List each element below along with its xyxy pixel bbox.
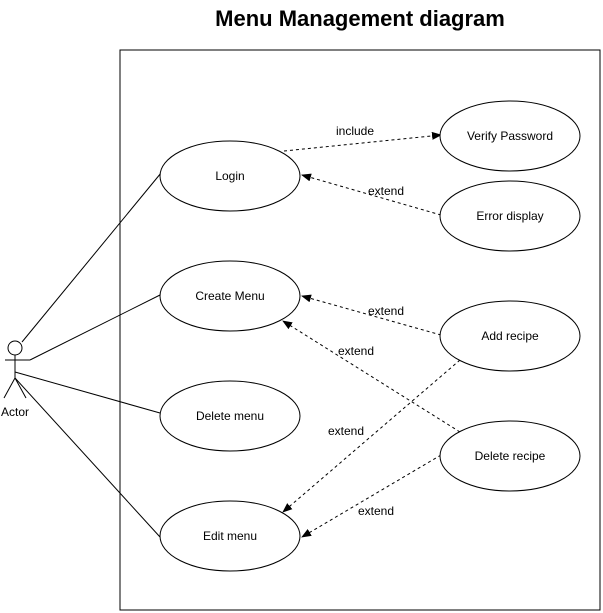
extend-label-delete-edit: extend [358, 504, 394, 518]
extend-label-delete-create: extend [338, 344, 374, 358]
use-case-add-recipe[interactable]: Add recipe [439, 300, 581, 372]
associations [14, 172, 162, 538]
extend-label-add-edit: extend [328, 424, 364, 438]
use-case-delete-menu-label: Delete menu [196, 409, 264, 423]
association-create-menu [29, 294, 161, 361]
actor-figure[interactable] [3, 340, 30, 399]
extend-arrow-add-create [301, 294, 442, 336]
extend-arrow-add-edit [282, 359, 461, 513]
association-delete-menu [14, 371, 161, 414]
extend-arrow-delete-create [282, 320, 461, 433]
use-case-verify-password-label: Verify Password [467, 129, 553, 143]
use-case-error-display[interactable]: Error display [439, 180, 581, 252]
include-arrow [283, 131, 442, 152]
use-case-login-label: Login [215, 169, 244, 183]
actor-label: Actor [1, 405, 29, 419]
use-case-add-recipe-label: Add recipe [481, 329, 539, 343]
use-case-delete-recipe-label: Delete recipe [475, 449, 546, 463]
use-case-error-display-label: Error display [476, 209, 543, 223]
extend-label-add-create: extend [368, 304, 404, 318]
extend-arrow-error-login [301, 173, 442, 216]
use-case-edit-menu[interactable]: Edit menu [159, 500, 301, 572]
association-edit-menu [14, 377, 161, 538]
use-case-delete-recipe[interactable]: Delete recipe [439, 420, 581, 492]
use-case-create-menu-label: Create Menu [195, 289, 264, 303]
extend-arrow-delete-edit [301, 454, 442, 538]
use-case-create-menu[interactable]: Create Menu [159, 260, 301, 332]
use-case-login[interactable]: Login [159, 140, 301, 212]
system-boundary [119, 49, 601, 611]
use-case-edit-menu-label: Edit menu [203, 529, 257, 543]
relationships [282, 131, 461, 538]
use-case-delete-menu[interactable]: Delete menu [159, 380, 301, 452]
diagram-title: Menu Management diagram [215, 6, 505, 31]
use-case-verify-password[interactable]: Verify Password [439, 100, 581, 172]
include-label: include [336, 124, 374, 138]
extend-label-error-login: extend [368, 184, 404, 198]
association-login [21, 172, 162, 343]
